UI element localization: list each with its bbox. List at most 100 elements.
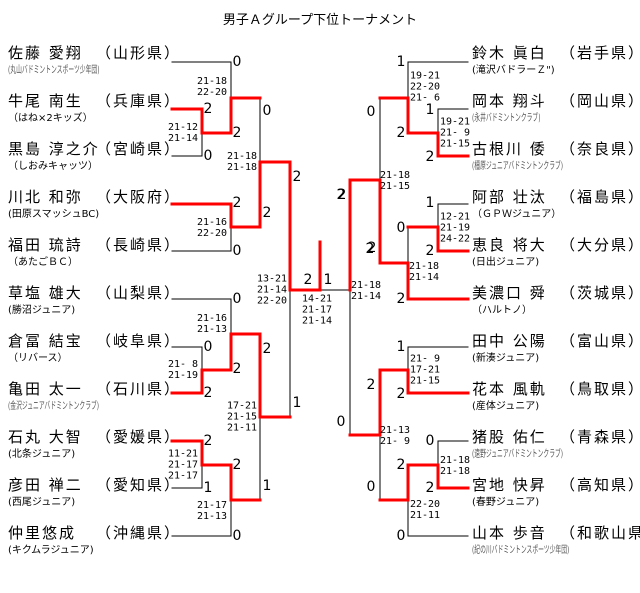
game-count: 2 [232, 195, 242, 211]
player-prefecture: （福島県） [560, 188, 640, 206]
player-name: 花本 風軌 [472, 380, 547, 398]
match-score: 19-21 22-20 21- 6 [409, 70, 441, 104]
player-club: (西尾ジュニア) [8, 497, 76, 508]
player-name: 美濃口 舜 [472, 284, 547, 302]
game-count: 0 [232, 243, 242, 259]
game-count: 1 [292, 395, 302, 411]
player-club: （ＧＰＷジュニア） [472, 209, 562, 220]
game-count: 0 [232, 54, 242, 70]
game-count: 2 [337, 187, 347, 203]
game-count: 0 [262, 103, 272, 119]
player-name: 仲里悠成 [8, 524, 77, 542]
match-score: 21-18 21-18 [439, 455, 471, 477]
match-score: 17-21 21-15 21-11 [226, 400, 258, 434]
player-prefecture: （奈良県） [560, 140, 640, 158]
player-club: (春野ジュニア) [472, 497, 540, 508]
player-prefecture: （高知県） [560, 476, 640, 494]
player-club: (滝沢バドラーＺ") [472, 65, 555, 76]
player-name: 古根川 倭 [472, 140, 547, 158]
player-club: (新湊ジュニア) [472, 353, 540, 364]
match-score: 21-18 22-20 [196, 76, 228, 98]
player-prefecture: （沖縄県） [96, 524, 182, 542]
player-name: 岡本 翔斗 [472, 92, 547, 110]
game-count: 2 [262, 205, 272, 221]
game-count: 2 [425, 480, 435, 496]
game-count: 0 [396, 528, 406, 544]
game-count: 0 [203, 148, 213, 164]
player-prefecture: （石川県） [96, 380, 182, 398]
player-club: （リバース） [8, 353, 68, 364]
game-count: 0 [366, 104, 376, 120]
match-score: 11-21 21-17 21-17 [167, 448, 199, 482]
game-count: 2 [336, 187, 346, 203]
game-count: 1 [396, 339, 406, 355]
player-name: 川北 和弥 [8, 188, 83, 206]
match-score: 21-16 22-20 [196, 217, 228, 239]
game-count: 0 [232, 528, 242, 544]
game-count: 2 [203, 385, 213, 401]
match-score: 21-12 21-14 [167, 122, 199, 144]
game-count: 1 [262, 478, 272, 494]
match-score: 21-18 21-14 [350, 280, 382, 302]
player-prefecture: （大阪府） [96, 188, 182, 206]
player-name: 彦田 禅二 [8, 476, 83, 494]
game-count: 2 [367, 240, 377, 256]
player-club: (キクムラジュニア) [8, 545, 94, 556]
player-name: 黒島 淳之介 [8, 140, 100, 158]
match-score: 21-17 21-13 [196, 500, 228, 522]
player-name: 恵良 将大 [472, 236, 547, 254]
match-score: 21-18 21-15 [379, 170, 411, 192]
game-count: 0 [396, 220, 406, 236]
game-count: 2 [303, 272, 313, 288]
player-name: 亀田 太一 [8, 380, 83, 398]
match-score: 21-18 21-14 [408, 261, 440, 283]
match-score: 22-20 21-11 [409, 499, 441, 521]
game-count: 1 [323, 272, 333, 288]
game-count: 1 [396, 54, 406, 70]
game-count: 0 [366, 479, 376, 495]
player-name: 宮地 快昇 [472, 476, 547, 494]
player-prefecture: （山梨県） [96, 284, 182, 302]
game-count: 2 [203, 101, 213, 117]
match-score: 21- 9 17-21 21-15 [409, 353, 441, 387]
match-score: 21-13 21- 9 [379, 425, 411, 447]
game-count: 2 [396, 291, 406, 307]
player-prefecture: （兵庫県） [96, 92, 182, 110]
player-prefecture: （鳥取県） [560, 380, 640, 398]
player-club: (橿原ジュニアバドミントンクラブ) [472, 161, 564, 172]
game-count: 2 [365, 241, 375, 257]
player-prefecture: （山形県） [96, 44, 182, 62]
player-club: (金沢ジュニアバドミントンクラブ) [8, 401, 100, 412]
player-name: 阿部 壮汰 [472, 188, 547, 206]
player-prefecture: （青森県） [560, 428, 640, 446]
game-count: 0 [203, 339, 213, 355]
player-name: 佐藤 愛翔 [8, 44, 83, 62]
game-count: 1 [425, 102, 435, 118]
match-score: 12-21 21-19 24-22 [439, 211, 471, 245]
game-count: 2 [262, 341, 272, 357]
game-count: 2 [366, 377, 376, 393]
player-name: 山本 歩音 [472, 524, 547, 542]
player-prefecture: （和歌山県） [560, 524, 640, 542]
player-prefecture: （長崎県） [96, 236, 182, 254]
player-club: （ハルトノ） [472, 305, 532, 316]
player-club: （あたごＢＣ） [8, 257, 78, 268]
player-prefecture: （富山県） [560, 332, 640, 350]
game-count: 2 [232, 457, 242, 473]
player-club: （はね×2キッズ） [8, 113, 93, 124]
player-prefecture: （愛媛県） [96, 428, 182, 446]
player-prefecture: （大分県） [560, 236, 640, 254]
player-prefecture: （茨城県） [560, 284, 640, 302]
game-count: 0 [336, 414, 346, 430]
game-count: 1 [425, 195, 435, 211]
match-score: 13-21 21-14 22-20 [256, 273, 288, 307]
player-name: 猪股 佑仁 [472, 428, 547, 446]
match-score: 21-16 21-13 [196, 313, 228, 335]
game-count: 2 [203, 433, 213, 449]
player-club: (産体ジュニア) [472, 401, 540, 412]
game-count: 2 [232, 125, 242, 141]
player-club: (勝沼ジュニア) [8, 305, 76, 316]
player-name: 倉冨 結宝 [8, 332, 83, 350]
match-score: 21-18 21-18 [226, 151, 258, 173]
